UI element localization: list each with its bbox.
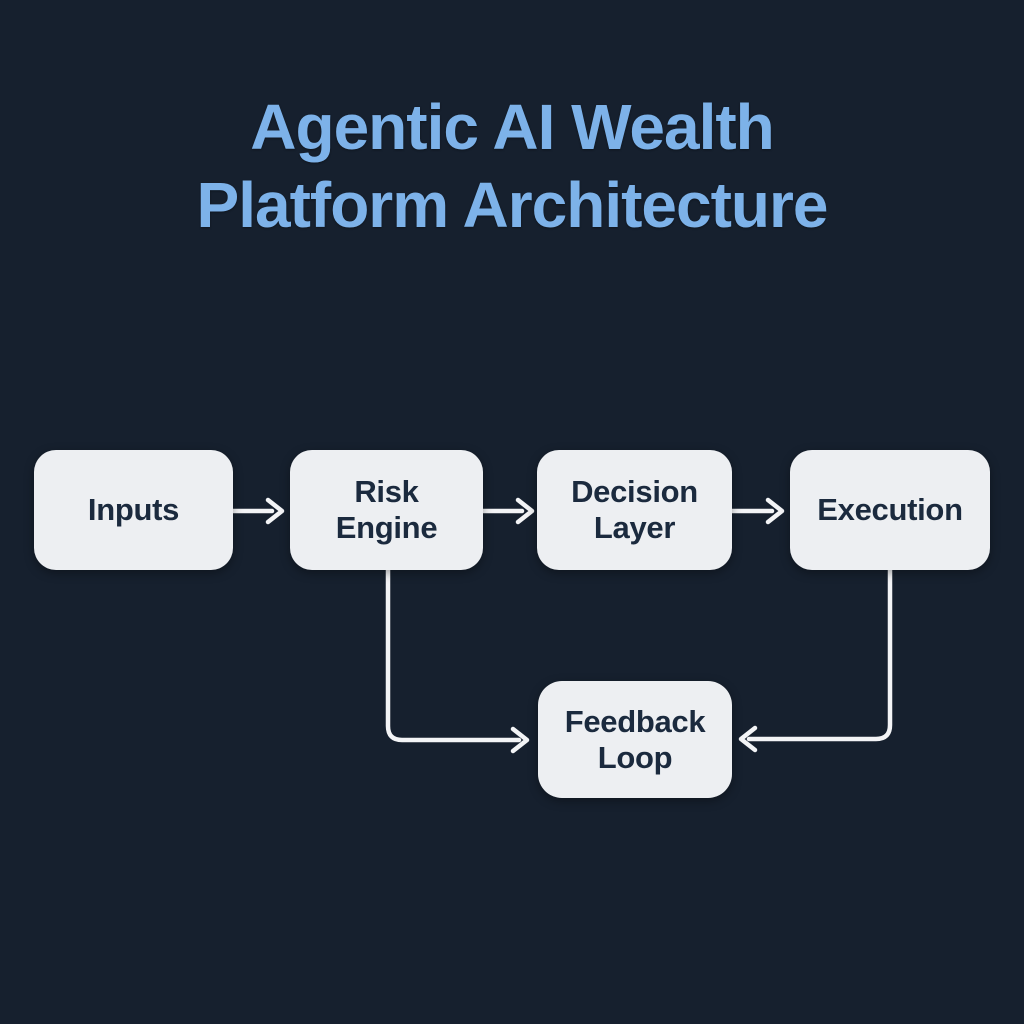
edge-line [385, 563, 522, 743]
node-risk-engine: Risk Engine [290, 450, 483, 570]
node-execution-label: Execution [817, 492, 963, 527]
node-feedback-loop-label: Feedback Loop [564, 703, 706, 775]
node-feedback-loop: Feedback Loop [538, 681, 732, 798]
arrowhead-right-icon [265, 497, 285, 525]
edge-inputs-to-risk-engine [230, 497, 285, 525]
node-decision-layer: Decision Layer [537, 450, 732, 570]
edge-execution-to-feedback-loop [738, 563, 893, 753]
node-inputs-label: Inputs [87, 492, 180, 527]
node-inputs: Inputs [34, 450, 233, 570]
arrowhead-right-icon [510, 726, 530, 754]
node-decision-layer-label: Decision Layer [571, 474, 698, 545]
arrowhead-right-icon [765, 497, 785, 525]
edge-decision-layer-to-execution [729, 497, 785, 525]
node-execution: Execution [790, 450, 990, 570]
edge-risk-engine-to-feedback-loop [385, 563, 530, 754]
edge-line [746, 563, 893, 742]
diagram-title: Agentic AI Wealth Platform Architecture [196, 91, 829, 241]
arrowhead-right-icon [515, 497, 535, 525]
arrowhead-left-icon [738, 725, 758, 753]
node-risk-engine-label: Risk Engine [335, 474, 438, 545]
edge-risk-engine-to-decision-layer [480, 497, 535, 525]
